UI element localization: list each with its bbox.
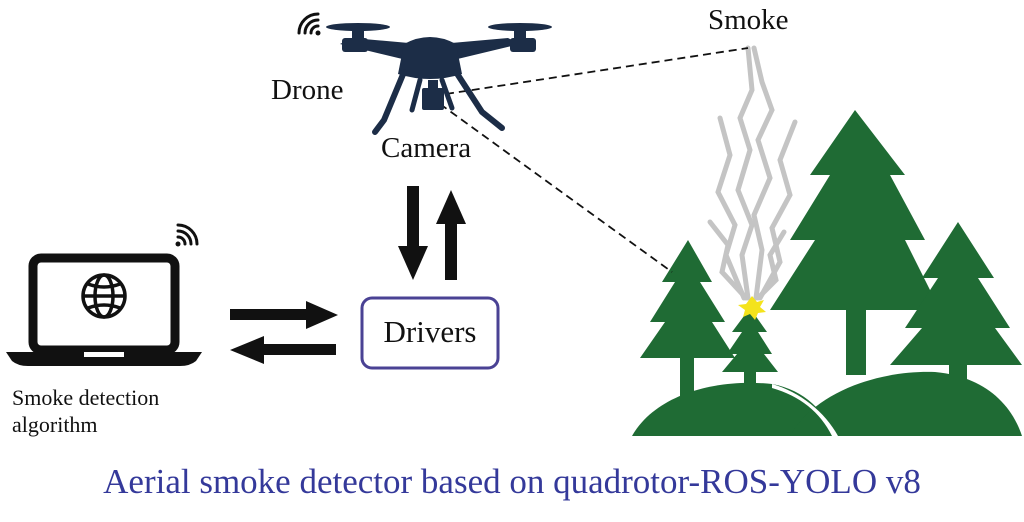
hill-right — [790, 371, 1022, 436]
caption: Aerial smoke detector based on quadrotor… — [103, 462, 921, 501]
algorithm-label-line2: algorithm — [12, 412, 98, 437]
vertical-arrows — [398, 186, 466, 280]
camera-label: Camera — [381, 132, 472, 164]
camera-view-lines — [439, 47, 749, 273]
drone-label: Drone — [271, 74, 344, 106]
tree-icon — [890, 222, 1022, 392]
hill-gap — [772, 384, 838, 436]
smoke-icon — [707, 45, 798, 301]
drivers-box — [360, 296, 500, 370]
fire-icon — [738, 296, 766, 320]
algorithm-label: Smoke detection algorithm — [12, 384, 212, 438]
globe-icon — [81, 273, 127, 319]
wifi-icon — [297, 12, 321, 36]
algorithm-label-line1: Smoke detection — [12, 385, 160, 410]
wifi-icon — [175, 223, 199, 247]
drivers-label: Drivers — [383, 314, 477, 349]
horizontal-arrows — [230, 301, 338, 364]
tree-icon — [770, 110, 940, 375]
tree-icon — [722, 308, 778, 388]
forest-scene — [632, 45, 1022, 436]
smoke-label: Smoke — [708, 4, 789, 36]
drone-icon — [326, 23, 552, 135]
laptop-icon — [6, 253, 202, 366]
tree-icon — [640, 240, 735, 397]
